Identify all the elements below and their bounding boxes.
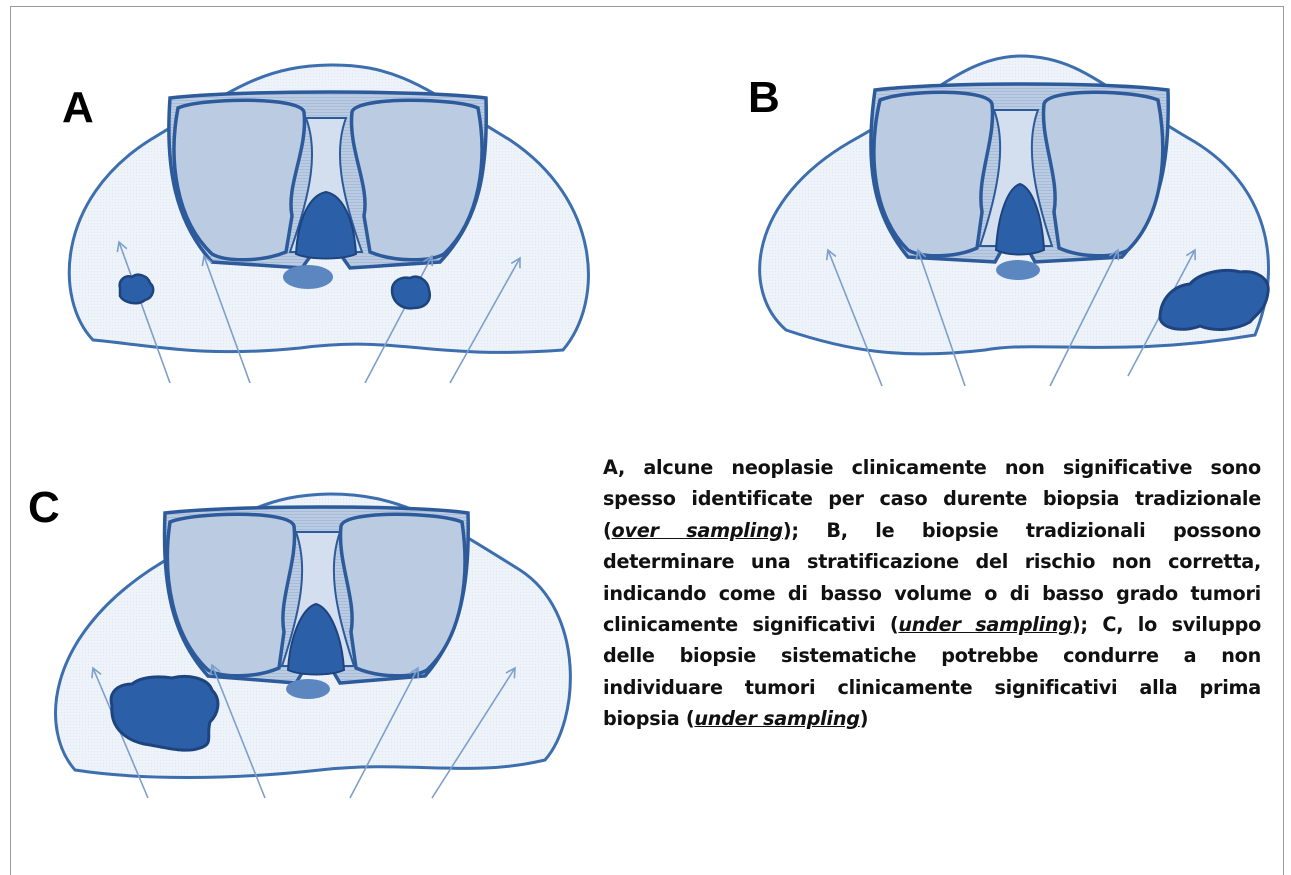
panel-c: C	[0, 0, 600, 875]
caption-close-a: );	[783, 519, 826, 542]
caption-term-c: under sampling	[694, 707, 859, 730]
caption-label-c: C	[1102, 613, 1116, 636]
figure-caption: A, alcune neoplasie clinicamente non sig…	[603, 452, 1261, 735]
caption-label-a: A	[603, 456, 618, 479]
panel-label-b: B	[748, 76, 780, 120]
panel-label-c: C	[28, 486, 60, 530]
panel-c-diagram	[0, 0, 600, 875]
caption-close-b: );	[1072, 613, 1103, 636]
caption-close-c: )	[860, 707, 869, 730]
caption-term-a: over sampling	[612, 519, 783, 542]
caption-label-b: B	[826, 519, 840, 542]
transition-lobe-left	[874, 92, 993, 256]
caption-term-b: under sampling	[898, 613, 1071, 636]
ejaculatory-duct	[286, 679, 330, 699]
ejaculatory-duct	[996, 260, 1040, 280]
